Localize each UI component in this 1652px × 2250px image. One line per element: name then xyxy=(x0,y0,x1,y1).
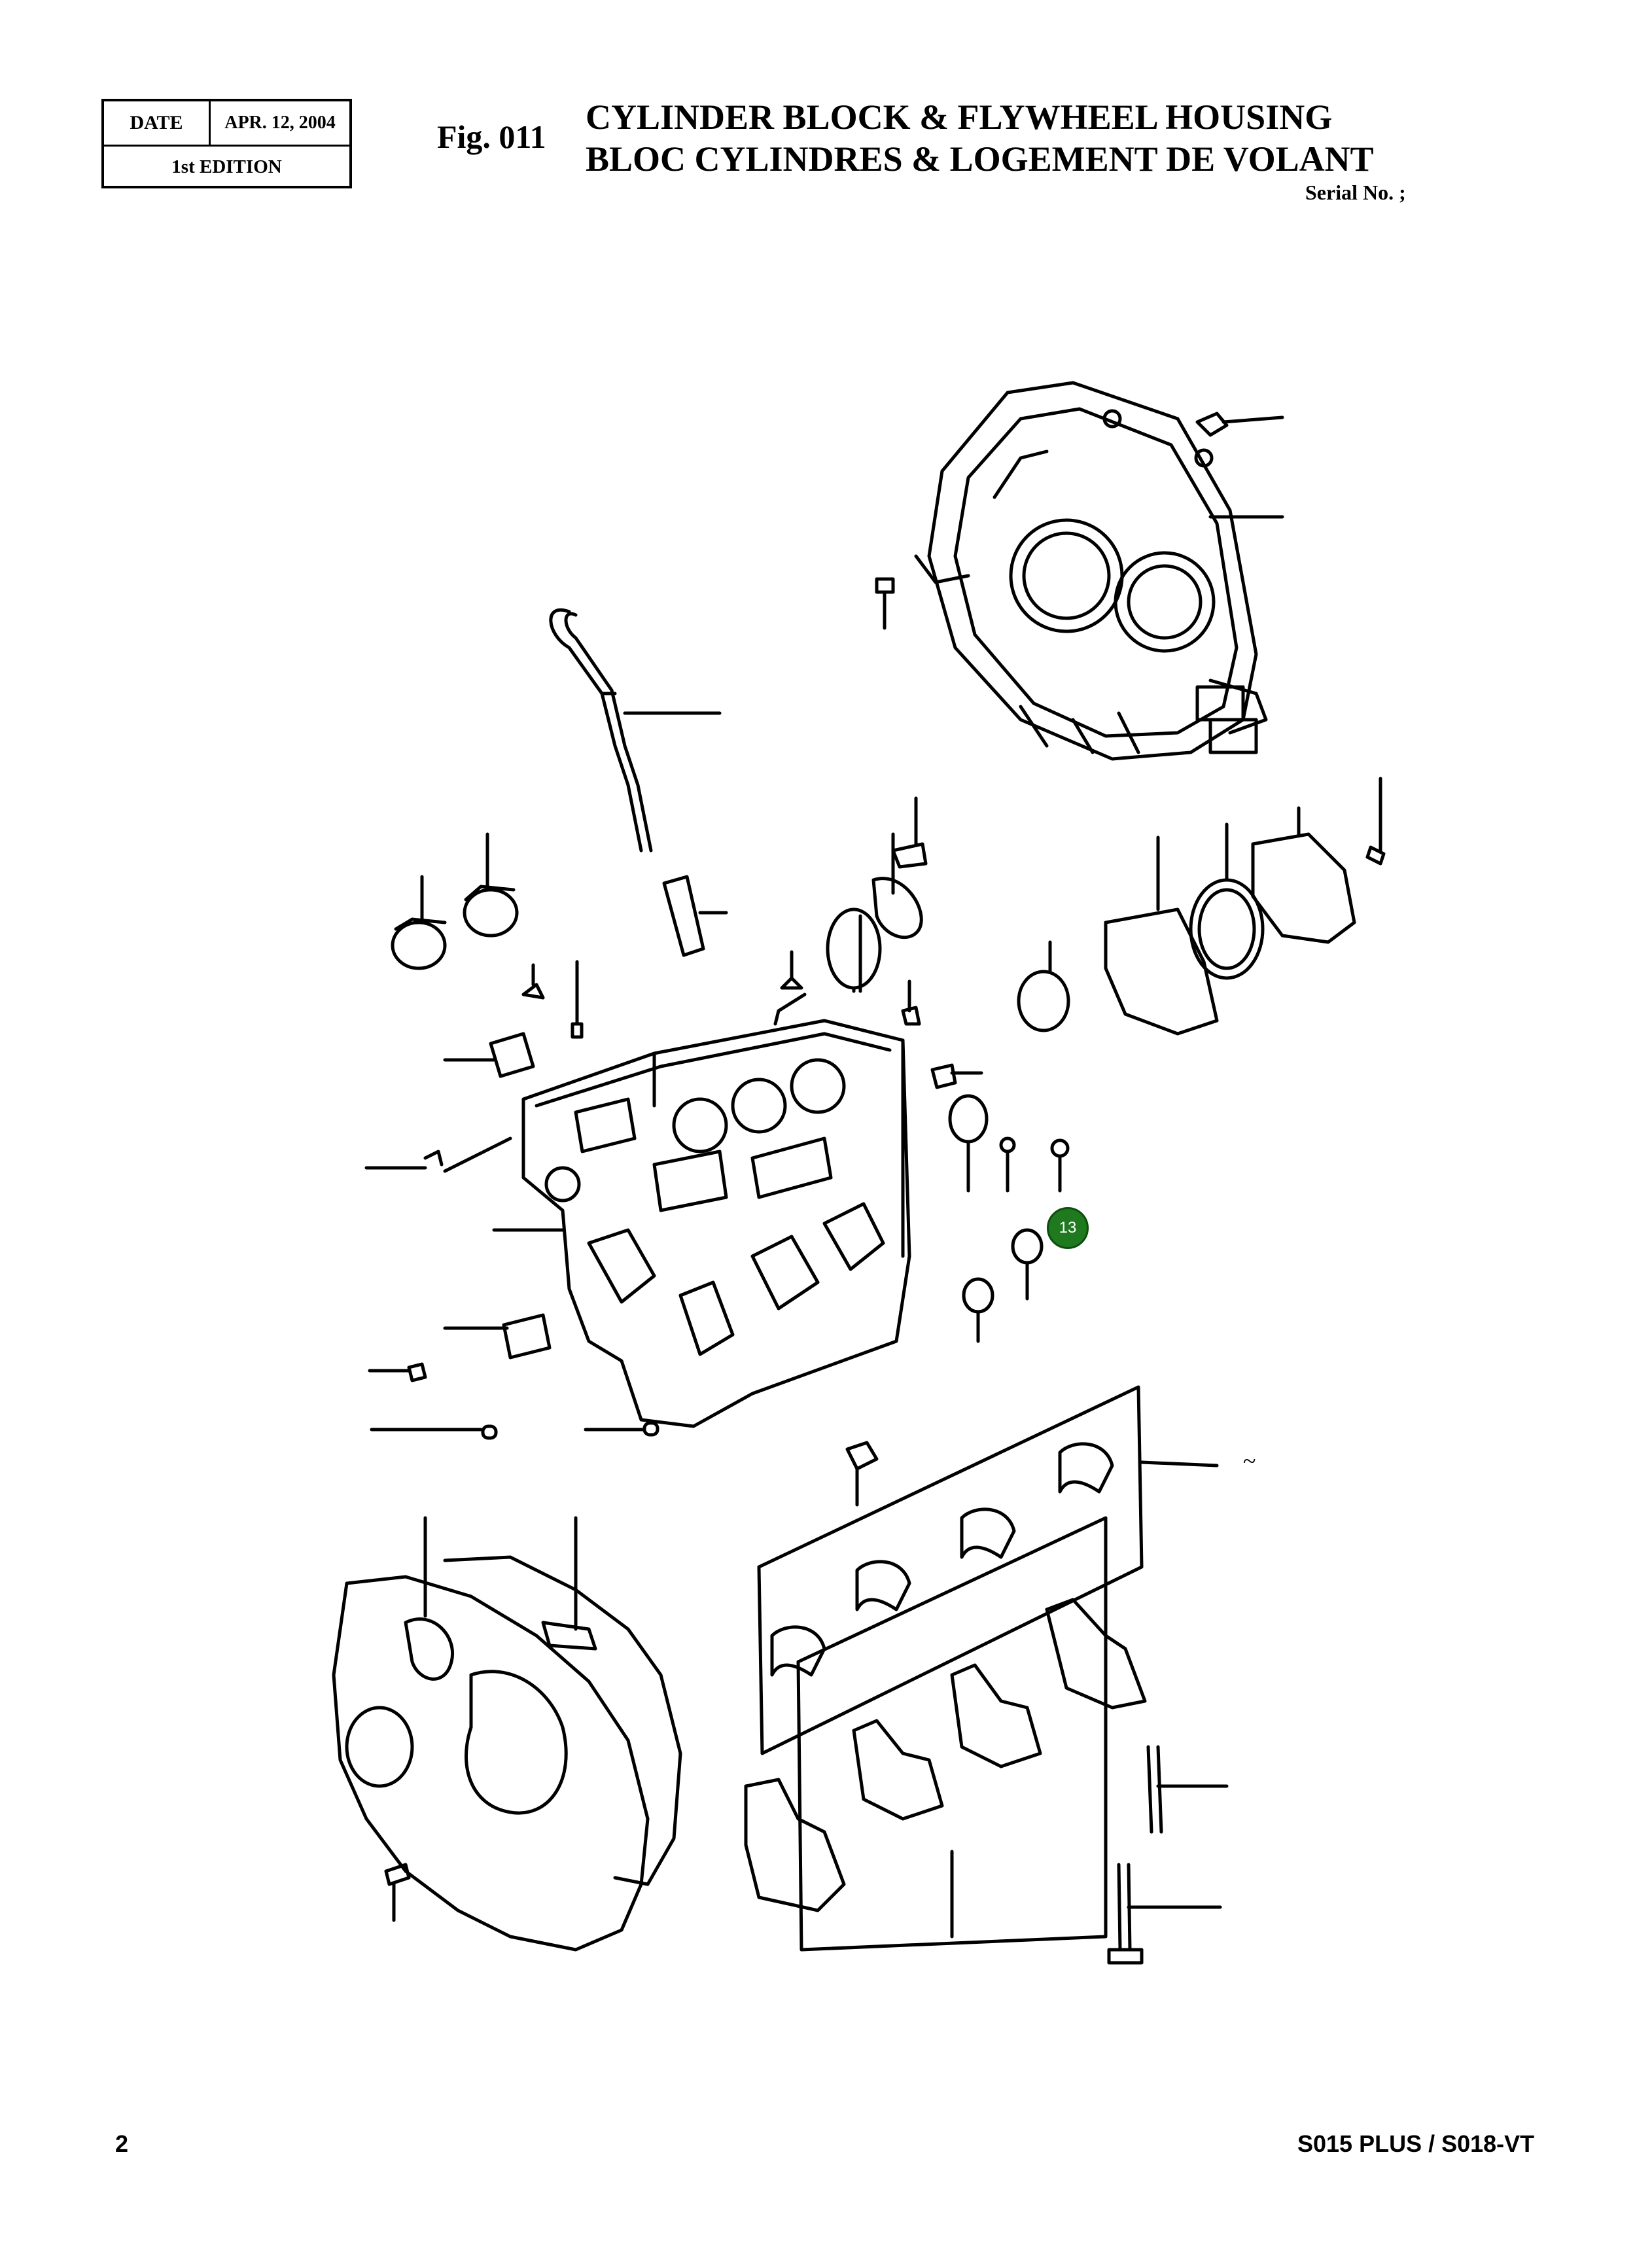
housing-bolt xyxy=(1195,412,1284,437)
rear-oil-seal-retainer xyxy=(1104,806,1356,1036)
date-row: DATE APR. 12, 2004 xyxy=(104,101,349,147)
edition-label: 1st EDITION xyxy=(171,156,282,177)
front-plate xyxy=(332,1516,650,1952)
main-bearing-caps xyxy=(744,1516,1147,1952)
cap-stud xyxy=(1146,1745,1229,1834)
figure-number: Fig. 011 xyxy=(437,118,546,155)
dipstick-guide xyxy=(662,875,728,957)
page-number: 2 xyxy=(115,2130,129,2157)
flywheel-housing xyxy=(914,381,1284,761)
date-label: DATE xyxy=(104,101,211,145)
front-plate-gasket xyxy=(443,1555,682,1886)
cap-bolt xyxy=(1107,1863,1222,1965)
page-title-french: BLOC CYLINDRES & LOGEMENT DE VOLANT xyxy=(586,139,1374,179)
serial-number: Serial No. ; xyxy=(1305,181,1406,204)
cylinder-block xyxy=(492,993,911,1428)
studs-and-plugs xyxy=(521,777,1386,1039)
diagram-annotation: ~ xyxy=(1243,1448,1256,1474)
callout-badge[interactable]: 13 xyxy=(1047,1207,1089,1249)
side-cover-plates xyxy=(826,832,923,993)
date-edition-box: DATE APR. 12, 2004 1st EDITION xyxy=(101,99,352,188)
dipstick xyxy=(549,608,722,853)
housing-plug xyxy=(875,577,895,630)
page-title-english: CYLINDER BLOCK & FLYWHEEL HOUSING xyxy=(586,97,1333,137)
main-bolt xyxy=(845,1441,879,1507)
block-left-fittings xyxy=(364,1032,659,1440)
date-value: APR. 12, 2004 xyxy=(224,113,336,133)
block-right-fittings xyxy=(930,940,1070,1343)
main-bearing-inserts xyxy=(757,1385,1219,1755)
model-name: S015 PLUS / S018-VT xyxy=(1297,2130,1535,2157)
camshaft-bushings xyxy=(391,832,519,970)
front-plate-bolt xyxy=(384,1863,411,1922)
